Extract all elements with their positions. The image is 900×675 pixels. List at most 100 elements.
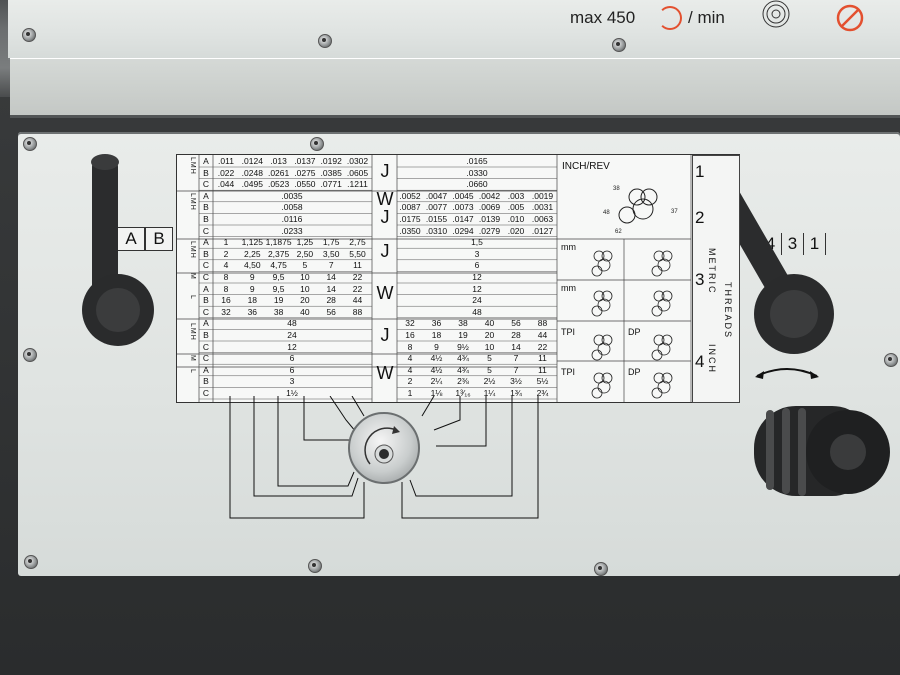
table-cell: 9,5 [272, 283, 285, 294]
table-cell: .0087 [399, 202, 421, 213]
screw [884, 353, 898, 367]
row-letter: A [203, 283, 209, 294]
table-cell: 40 [484, 318, 495, 329]
row-letter: B [203, 295, 209, 306]
table-cell: .1211 [347, 179, 368, 190]
table-cell: .0063 [531, 214, 554, 224]
screw [308, 559, 322, 573]
table-cell: .0137 [294, 156, 316, 166]
screw [22, 28, 36, 42]
range-letter: J [380, 241, 390, 261]
threads-label: THREADS [723, 282, 733, 340]
table-cell: 10 [300, 283, 310, 294]
chuck-icon [762, 0, 790, 28]
left-gear-lever[interactable] [78, 150, 168, 350]
table-cell: 14 [511, 341, 521, 352]
table-cell: 14 [326, 272, 336, 282]
table-cell: 44 [537, 330, 548, 340]
lever-selector-box-left: A B [117, 227, 175, 251]
table-cell: .0523 [267, 179, 290, 190]
table-cell: 9 [434, 341, 439, 352]
table-cell: 9 [249, 283, 255, 294]
rotation-double-arrow-icon [755, 368, 819, 379]
row-letter: B [203, 167, 209, 178]
row-letter: B [203, 376, 209, 387]
row-letter: A [203, 190, 209, 201]
table-cell: 48 [472, 306, 482, 317]
table-cell: 32 [221, 306, 231, 317]
row-letter: B [203, 214, 209, 224]
table-cell: 11 [538, 353, 547, 364]
table-cell: 2½ [483, 376, 496, 387]
row-letter: A [203, 156, 209, 166]
table-cell: .0155 [425, 214, 448, 224]
table-cell: 1¾ [510, 388, 522, 398]
table-cell: 16 [221, 295, 231, 306]
table-cell: 1¼ [483, 388, 496, 398]
table-cell: 12 [472, 272, 482, 282]
table-cell: 6 [289, 364, 295, 375]
table-cell: 36 [431, 318, 442, 329]
table-cell: 7 [513, 364, 519, 375]
gear-train-mini-icon [591, 290, 613, 317]
table-cell: 6 [289, 353, 295, 364]
table-cell: .003 [507, 190, 525, 201]
table-cell: 22 [352, 283, 363, 294]
table-cell: .0233 [281, 225, 303, 236]
unit-label: mm [561, 283, 576, 293]
table-cell: .0771 [320, 179, 342, 190]
table-cell: 6 [474, 260, 480, 271]
right-gear-lever[interactable] [690, 166, 850, 356]
unit-label: DP [628, 367, 641, 377]
gear-position-number: 1 [695, 162, 705, 181]
table-cell: 18 [431, 330, 442, 340]
table-cell: 1,75 [322, 237, 340, 248]
table-cell: .020 [507, 225, 525, 236]
chart-grid [177, 155, 692, 402]
range-group-label: L [189, 369, 196, 374]
table-cell: 38 [458, 318, 468, 329]
table-cell: .0192 [320, 156, 342, 166]
table-cell: 40 [300, 306, 310, 317]
table-cell: 1⅛ [430, 388, 443, 398]
table-cell: 8 [223, 272, 229, 282]
table-cell: 4½ [430, 364, 443, 375]
table-cell: 44 [352, 295, 363, 306]
table-cell: .0175 [399, 214, 421, 224]
table-cell: 1 [223, 237, 229, 248]
table-cell: .005 [507, 202, 525, 213]
table-cell: .0073 [452, 202, 474, 213]
table-cell: 11 [353, 260, 362, 271]
table-cell: 4¾ [457, 353, 469, 364]
screw [310, 137, 324, 151]
table-cell: 22 [352, 272, 363, 282]
table-cell: .0031 [531, 202, 554, 213]
range-letter: W [376, 363, 394, 383]
table-cell: 5 [302, 260, 308, 271]
range-group-label: LMH [189, 193, 196, 211]
table-cell: .0058 [281, 202, 303, 213]
feed-selector-dial[interactable] [348, 412, 420, 484]
table-cell: .022 [217, 167, 235, 178]
gear-train-mini-icon [651, 372, 673, 399]
table-cell: .0248 [241, 167, 263, 178]
table-cell: 88 [352, 306, 363, 317]
feed-handwheel[interactable] [744, 396, 900, 512]
table-cell: 19 [273, 295, 284, 306]
table-cell: 12 [287, 341, 297, 352]
row-letter: C [202, 260, 210, 271]
table-cell: 2¾ [536, 388, 549, 398]
table-cell: 22 [537, 341, 548, 352]
table-cell: 7 [513, 353, 519, 364]
table-cell: .010 [507, 214, 525, 224]
table-cell: 4 [407, 364, 413, 375]
table-cell: 28 [511, 330, 521, 340]
max-speed-label: max 450 [570, 8, 636, 27]
top-plate: max 450 / min [8, 0, 900, 60]
table-cell: .0550 [294, 179, 316, 190]
range-letter: J [380, 207, 390, 227]
table-cell: 2 [407, 376, 413, 387]
table-cell: .011 [218, 156, 234, 166]
selector-letter: B [145, 227, 173, 251]
